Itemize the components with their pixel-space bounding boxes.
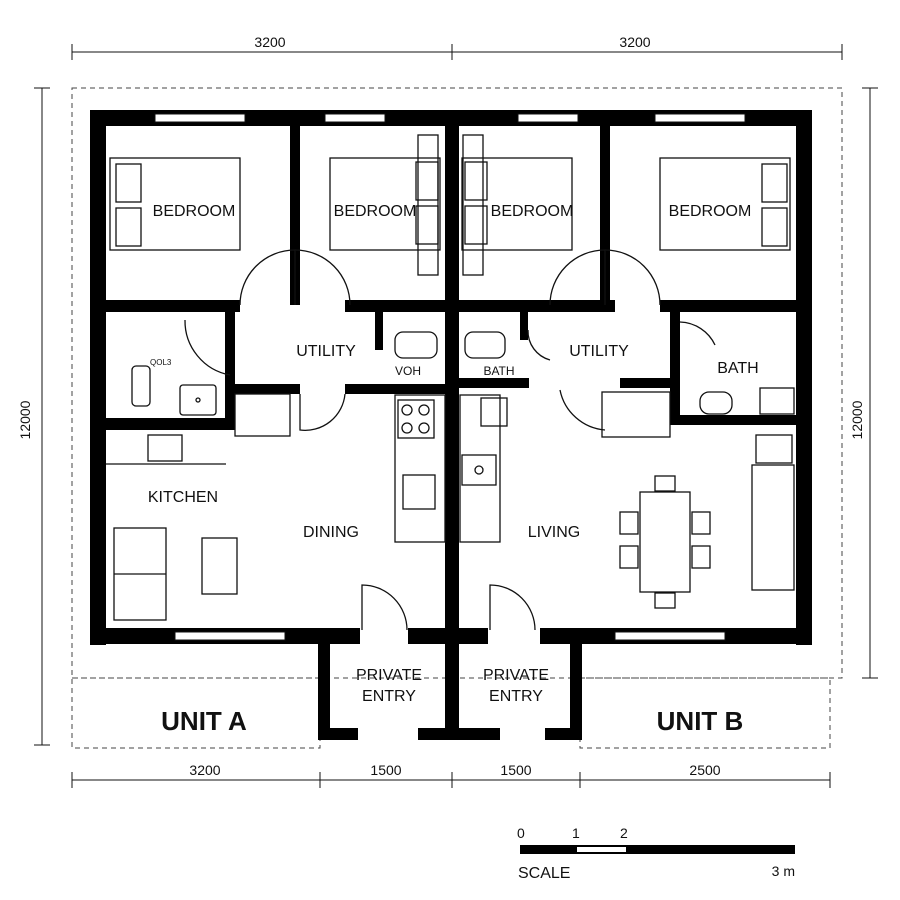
dim-bottom-3: 1500 xyxy=(500,762,531,778)
label-kitchen: KITCHEN xyxy=(148,489,218,506)
dim-top-a: 3200 xyxy=(254,34,285,50)
scale-tick-2: 2 xyxy=(620,825,628,841)
label-wc: QOL3 xyxy=(150,358,172,367)
scale-end: 3 m xyxy=(772,863,795,879)
label-entry-b-1: PRIVATE xyxy=(483,667,549,684)
label-bath-b: BATH xyxy=(717,360,758,377)
label-dining: DINING xyxy=(303,524,359,541)
door-swings xyxy=(184,249,716,631)
label-bedroom-a2: BEDROOM xyxy=(334,203,417,220)
label-bedroom-a1: BEDROOM xyxy=(153,203,236,220)
scale-label: SCALE xyxy=(518,865,570,882)
label-utility-a: UTILITY xyxy=(296,343,356,360)
label-bedroom-b2: BEDROOM xyxy=(669,203,752,220)
furniture xyxy=(106,134,795,621)
label-living: LIVING xyxy=(528,524,580,541)
dimension-lines xyxy=(34,44,878,788)
dim-bottom-1: 3200 xyxy=(189,762,220,778)
dim-bottom-4: 2500 xyxy=(689,762,720,778)
dim-top-b: 3200 xyxy=(619,34,650,50)
dim-right: 12000 xyxy=(849,400,865,439)
scale-tick-1: 1 xyxy=(572,825,580,841)
label-bedroom-b1: BEDROOM xyxy=(491,203,574,220)
label-utility-b: UTILITY xyxy=(569,343,629,360)
site-boundary xyxy=(71,87,843,679)
dim-left: 12000 xyxy=(17,400,33,439)
label-entry-a-2: ENTRY xyxy=(362,688,416,705)
dim-bottom-2: 1500 xyxy=(370,762,401,778)
label-voh: VOH xyxy=(395,364,421,378)
label-unit-a: UNIT A xyxy=(161,706,247,736)
label-bath-small: BATH xyxy=(483,364,514,378)
scale-tick-0: 0 xyxy=(517,825,525,841)
scale-bar: 0 1 2 SCALE 3 m xyxy=(517,825,795,882)
label-entry-b-2: ENTRY xyxy=(489,688,543,705)
windows xyxy=(154,113,746,641)
label-entry-a-1: PRIVATE xyxy=(356,667,422,684)
label-unit-b: UNIT B xyxy=(657,706,744,736)
